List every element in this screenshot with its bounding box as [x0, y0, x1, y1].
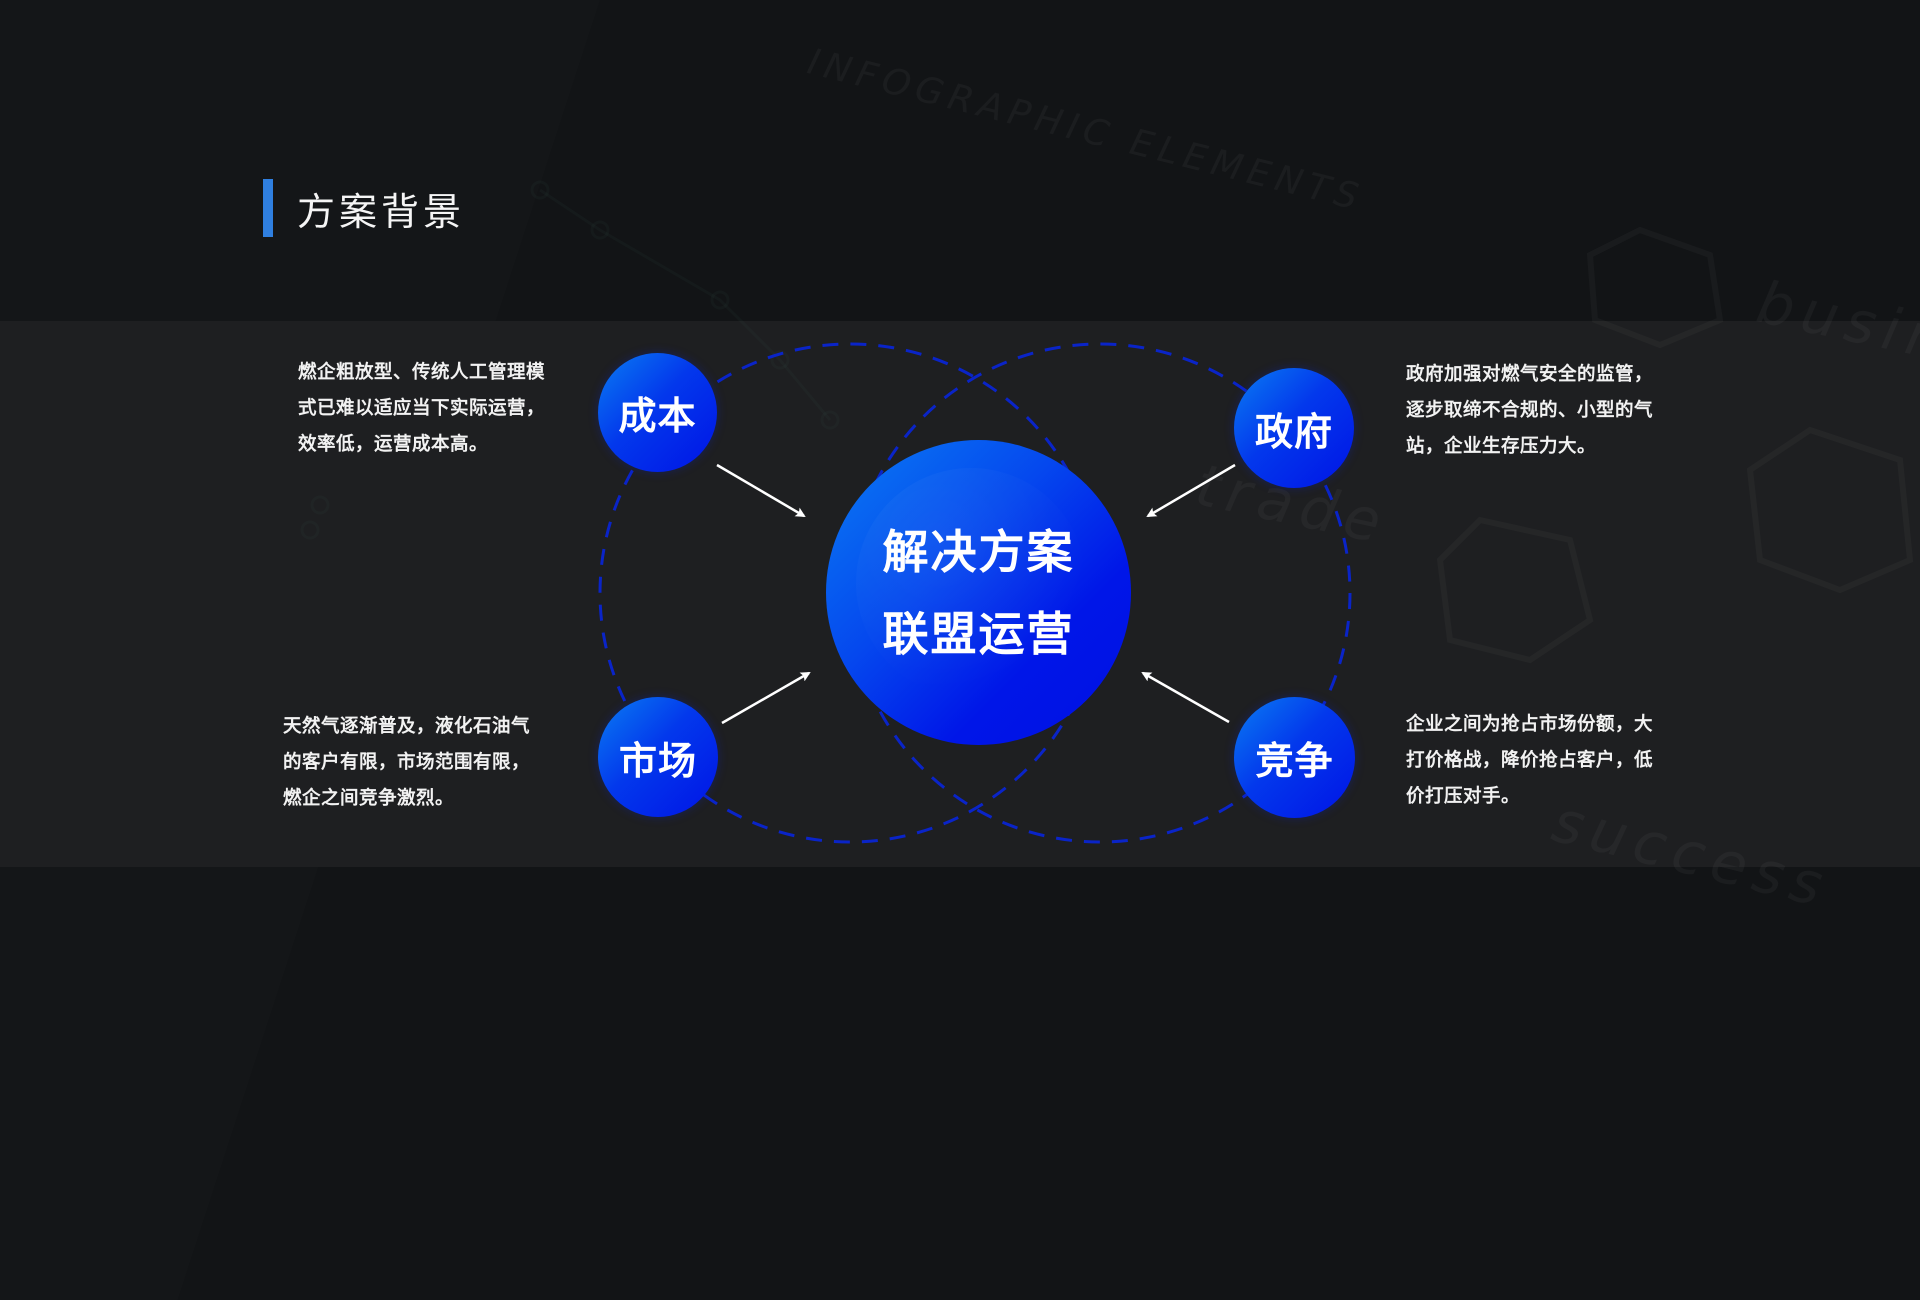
description-government: 政府加强对燃气安全的监管， 逐步取缔不合规的、小型的气 站，企业生存压力大。 — [1406, 357, 1686, 465]
center-node-highlight — [856, 468, 1086, 698]
center-solution-node: 解决方案 联盟运营 — [826, 440, 1131, 745]
arrow-competition — [1141, 671, 1230, 724]
description-line: 的客户有限，市场范围有限， — [283, 752, 531, 773]
description-line: 天然气逐渐普及，液化石油气 — [283, 716, 531, 737]
description-line: 逐步取缔不合规的、小型的气 — [1406, 400, 1654, 421]
description-line: 政府加强对燃气安全的监管， — [1406, 364, 1654, 385]
description-line: 价打压对手。 — [1406, 786, 1521, 807]
center-title-line2: 联盟运营 — [882, 606, 1075, 661]
description-market: 天然气逐渐普及，液化石油气 的客户有限，市场范围有限， 燃企之间竞争激烈。 — [283, 709, 563, 817]
description-line: 燃企粗放型、传统人工管理模 — [298, 362, 546, 383]
description-line: 企业之间为抢占市场份额，大 — [1406, 714, 1654, 735]
description-competition: 企业之间为抢占市场份额，大 打价格战，降价抢占客户，低 价打压对手。 — [1406, 707, 1686, 815]
description-line: 站，企业生存压力大。 — [1406, 436, 1597, 457]
node-cost: 成本 — [598, 353, 717, 472]
title-accent-bar — [263, 179, 273, 237]
center-title-line1: 解决方案 — [882, 524, 1075, 579]
description-line: 效率低，运营成本高。 — [298, 434, 489, 455]
description-line: 燃企之间竞争激烈。 — [283, 788, 455, 809]
node-market: 市场 — [598, 697, 718, 817]
arrow-cost — [716, 463, 806, 518]
hexagon-decorations — [0, 0, 1920, 1080]
description-cost: 燃企粗放型、传统人工管理模 式已难以适应当下实际运营， 效率低，运营成本高。 — [298, 355, 578, 463]
dashed-ring-right — [848, 342, 1352, 844]
title-text: 方案背景 — [297, 189, 466, 234]
description-line: 式已难以适应当下实际运营， — [298, 398, 546, 419]
page-title: 方案背景 — [263, 179, 465, 237]
arrow-government — [1146, 463, 1236, 518]
description-line: 打价格战，降价抢占客户，低 — [1406, 750, 1654, 771]
node-competition: 竞争 — [1234, 697, 1355, 818]
node-government: 政府 — [1234, 368, 1354, 488]
arrow-market — [721, 671, 811, 725]
